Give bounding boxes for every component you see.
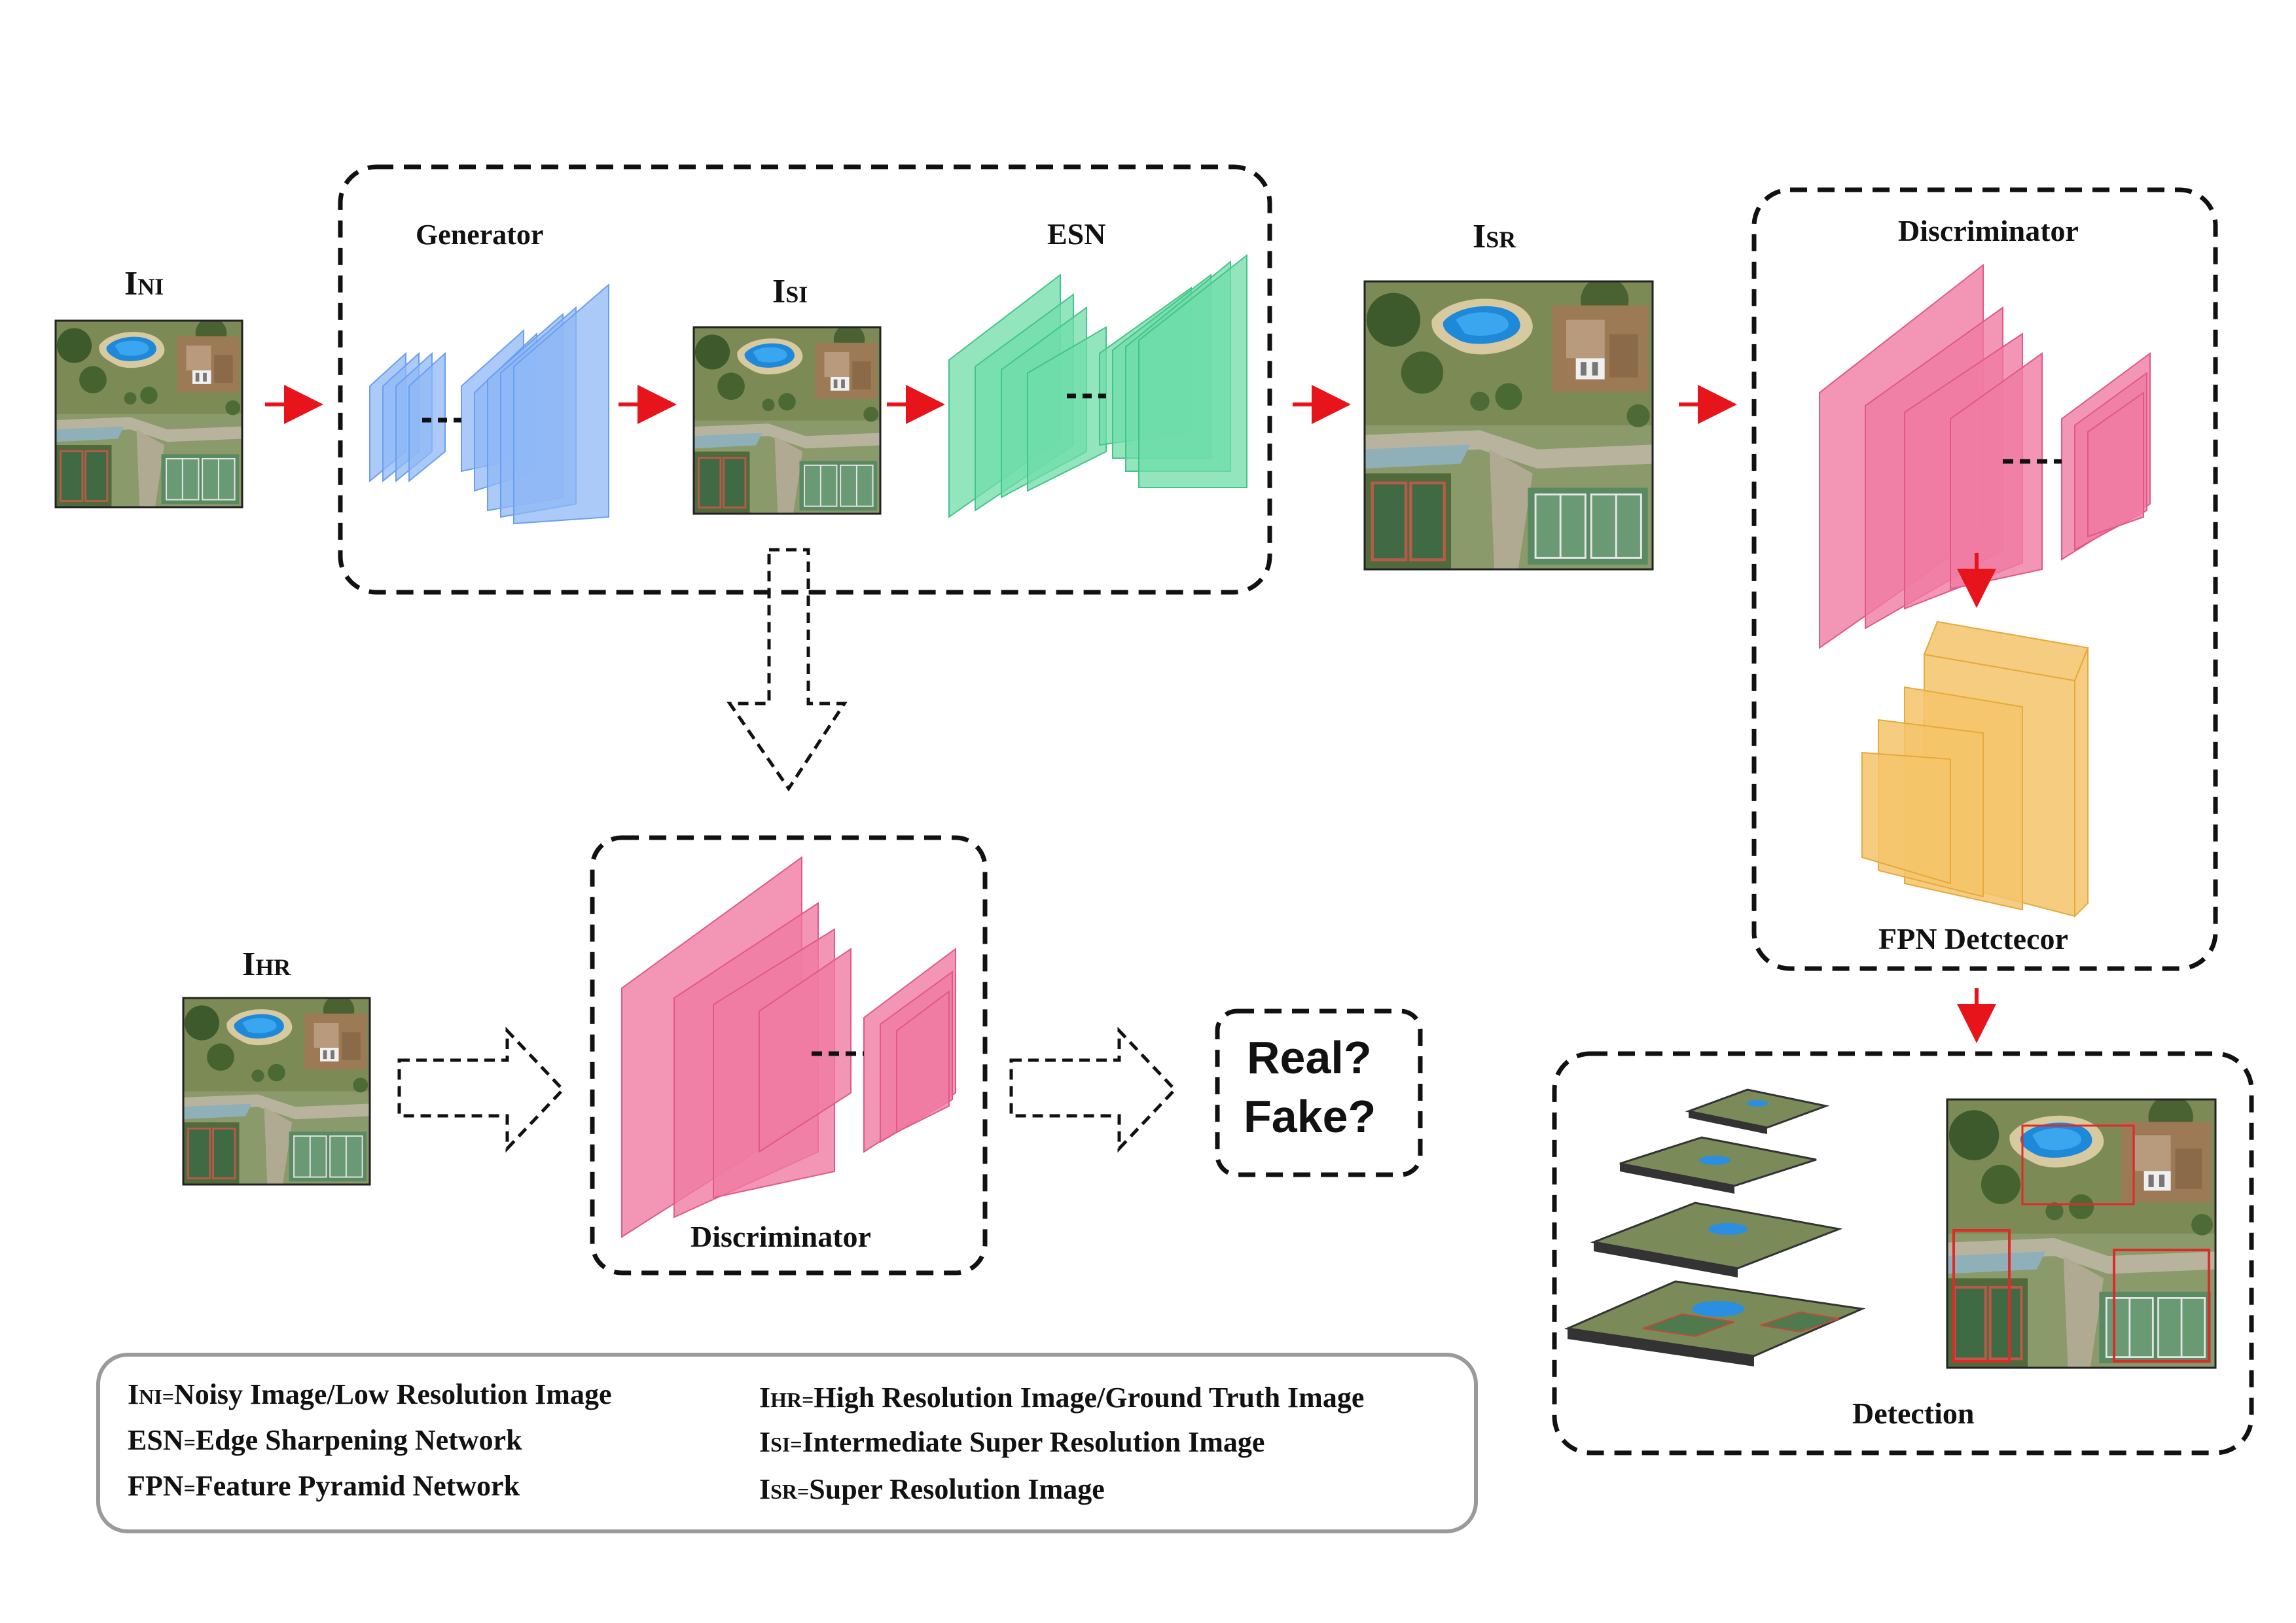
legend-item-fpn: FPN=Feature Pyramid Network <box>128 1470 520 1502</box>
discriminator-detector-group-box <box>1751 187 2218 971</box>
generator-group-box <box>338 164 1272 595</box>
label-generator: Generator <box>416 219 543 251</box>
label-i-hr: IHR <box>242 946 291 983</box>
legend-box <box>96 1353 1478 1533</box>
label-discriminator-bottom: Discriminator <box>691 1220 871 1253</box>
super-resolution-image <box>1363 280 1654 571</box>
legend-item-isr: ISR=Super Resolution Image <box>759 1473 1105 1505</box>
detection-result-image <box>1946 1098 2217 1369</box>
legend-item-ihr: IHR=High Resolution Image/Ground Truth I… <box>759 1382 1364 1414</box>
label-i-ni: INI <box>124 265 164 302</box>
detection-group-box <box>1552 1051 2254 1455</box>
label-i-sr: ISR <box>1473 218 1516 255</box>
noisy-input-image <box>54 319 243 508</box>
arrow-generator-to-discriminator <box>726 548 848 792</box>
label-real: Real? <box>1247 1032 1372 1083</box>
generator-network-icon <box>369 283 609 525</box>
discriminator-bottom-box <box>590 835 988 1275</box>
label-fake: Fake? <box>1244 1091 1376 1142</box>
label-detection: Detection <box>1852 1397 1974 1430</box>
intermediate-sr-image <box>692 326 882 515</box>
legend-item-isi: ISI=Intermediate Super Resolution Image <box>759 1426 1265 1458</box>
label-fpn-detector: FPN Detctecor <box>1878 922 2068 955</box>
label-discriminator-top: Discriminator <box>1898 214 2079 247</box>
flow-arrows <box>265 385 1996 1043</box>
esn-network-icon <box>948 253 1247 518</box>
real-fake-box <box>1215 1008 1423 1177</box>
fpn-detector-network-icon <box>1861 620 2089 918</box>
arrow-discriminator-to-realfake <box>1009 1026 1177 1153</box>
arrow-ihr-to-discriminator <box>397 1026 565 1153</box>
label-i-si: ISI <box>772 273 808 310</box>
detection-pyramid-icon <box>1564 1088 1866 1366</box>
legend-item-ini: INI=Noisy Image/Low Resolution Image <box>128 1378 611 1410</box>
discriminator-top-network-icon <box>1819 263 2151 649</box>
discriminator-bottom-network-icon <box>621 856 956 1238</box>
legend-item-esn: ESN=Edge Sharpening Network <box>128 1424 522 1456</box>
label-esn: ESN <box>1047 217 1105 251</box>
legend: INI=Noisy Image/Low Resolution Image ESN… <box>128 1378 1364 1505</box>
high-resolution-image <box>182 997 371 1186</box>
